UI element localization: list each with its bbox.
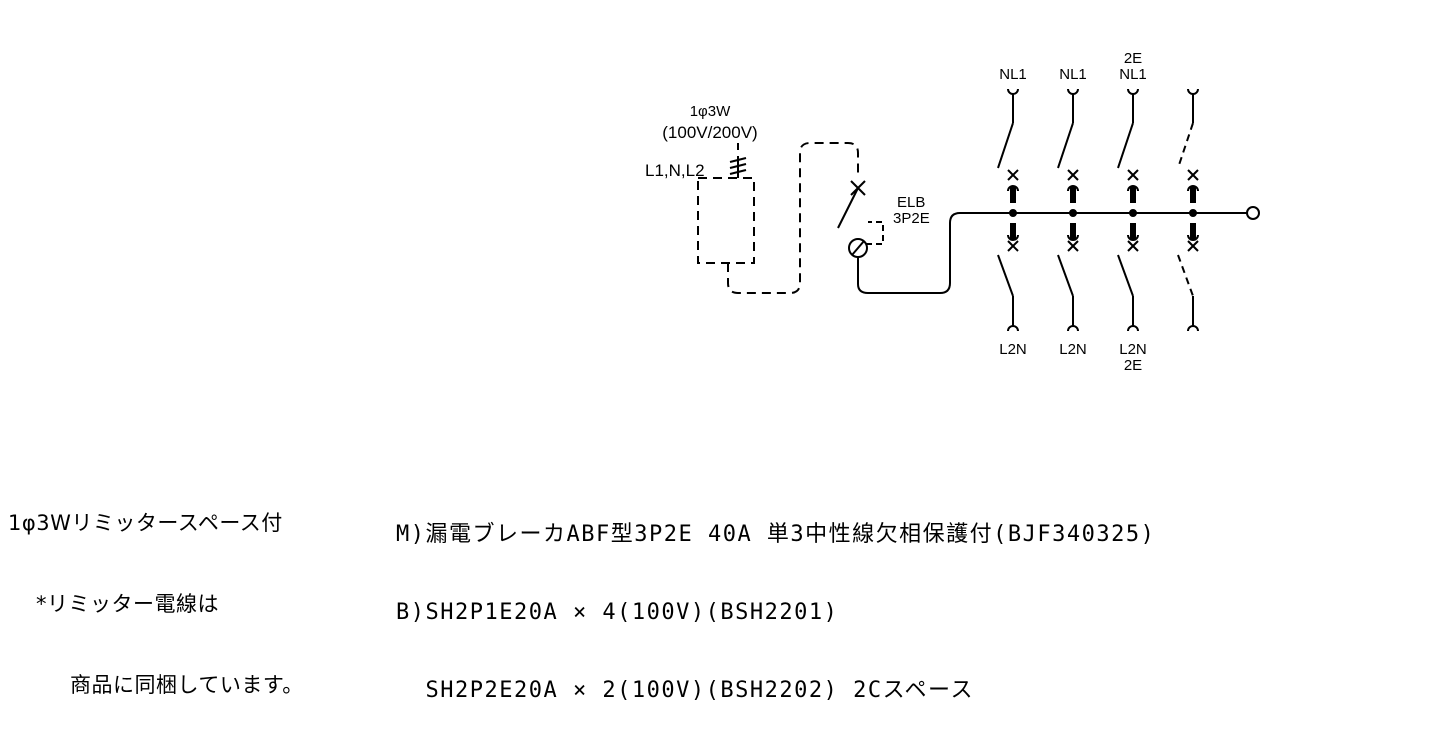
bottom-contact [1070, 223, 1076, 239]
limiter-note-line2: *リミッター電線は [36, 592, 219, 616]
busbar [857, 212, 1250, 294]
top-plug [1187, 185, 1199, 192]
branch-bottom-label: L2N [1059, 341, 1087, 358]
top-terminal [1127, 88, 1139, 95]
top-x-mark [1187, 169, 1199, 181]
bus-junction [1069, 209, 1077, 217]
branch-breaker-2 [1057, 88, 1079, 332]
bottom-x-mark [1187, 240, 1199, 252]
limiter-wiring [727, 142, 859, 294]
top-plug [1127, 185, 1139, 192]
bottom-contact [1190, 223, 1196, 239]
branch-breaker-1 [997, 88, 1019, 332]
bus-junction [1129, 209, 1137, 217]
top-x-mark [1127, 169, 1139, 181]
bottom-x-mark [1127, 240, 1139, 252]
top-switch-blade [1057, 122, 1074, 169]
branch-top-label: NL1 [1119, 66, 1147, 83]
leakage-sensor-slash [851, 240, 865, 256]
bus-junction [1189, 209, 1197, 217]
top-plug [1067, 185, 1079, 192]
phase-tick [729, 163, 747, 169]
bottom-switch-blade [1177, 254, 1194, 297]
top-switch-blade [1177, 122, 1194, 169]
bottom-plug [1067, 234, 1079, 241]
branch-bottom-label: L2N [1119, 341, 1147, 358]
top-switch-blade [1117, 122, 1134, 169]
branch-bottom-label: L2N [999, 341, 1027, 358]
top-x-mark [1067, 169, 1079, 181]
bottom-plug [1007, 234, 1019, 241]
bottom-terminal [1187, 325, 1199, 332]
top-terminal [1067, 88, 1079, 95]
bottom-contact [1130, 223, 1136, 239]
supply-system-label: 1φ3W [690, 103, 731, 120]
bottom-plug [1187, 234, 1199, 241]
bottom-x-mark [1067, 240, 1079, 252]
limiter-note-line1: 1φ3Wリミッタースペース付 [8, 511, 283, 535]
main-breaker-type: ELB [897, 194, 925, 211]
branch-top-extra-label: 2E [1124, 50, 1142, 67]
main-breaker-poles: 3P2E [893, 210, 930, 227]
branch-breaker-3 [1117, 88, 1139, 332]
limiter-box [697, 177, 755, 264]
top-contact [1070, 187, 1076, 203]
spec-main-breaker: M)漏電ブレーカABF型3P2E 40A 単3中性線欠相保護付(BJF34032… [396, 522, 1156, 547]
limiter-note-line3: 商品に同梱しています。 [70, 673, 304, 697]
bottom-terminal [1127, 325, 1139, 332]
branch-top-label: NL1 [999, 66, 1027, 83]
limiter-space [697, 142, 859, 294]
bottom-terminal [1007, 325, 1019, 332]
breaker-blade [837, 187, 859, 229]
busbar-terminal [1246, 206, 1260, 220]
bottom-switch-blade [1057, 254, 1074, 297]
top-x-mark [1007, 169, 1019, 181]
spec-list: M)漏電ブレーカABF型3P2E 40A 単3中性線欠相保護付(BJF34032… [396, 470, 1155, 730]
bottom-plug [1127, 234, 1139, 241]
supply-voltage-label: (100V/200V) [662, 123, 757, 142]
trip-link [866, 221, 884, 245]
bottom-switch-blade [997, 254, 1014, 297]
branch-top-label: NL1 [1059, 66, 1087, 83]
wiring-diagram: 1φ3W (100V/200V) L1,N,L2 ELB 3P2E NL1L2N… [645, 50, 1260, 374]
main-breaker-symbol [837, 180, 1260, 294]
branch-bottom-extra-label: 2E [1124, 357, 1142, 374]
top-switch-blade [997, 122, 1014, 169]
supply-lead [729, 143, 747, 178]
bottom-x-mark [1007, 240, 1019, 252]
top-contact [1190, 187, 1196, 203]
spec-branch-1: B)SH2P1E20A × 4(100V)(BSH2201) [396, 600, 839, 625]
top-terminal [1187, 88, 1199, 95]
limiter-note: 1φ3Wリミッタースペース付 *リミッター電線は 商品に同梱しています。 [8, 456, 304, 726]
supply-lines-label: L1,N,L2 [645, 161, 705, 180]
bus-junction [1009, 209, 1017, 217]
bottom-switch-blade [1117, 254, 1134, 297]
top-plug [1007, 185, 1019, 192]
bottom-terminal [1067, 325, 1079, 332]
top-contact [1130, 187, 1136, 203]
phase-tick [729, 169, 747, 175]
branch-breaker-4 [1177, 88, 1199, 332]
top-contact [1010, 187, 1016, 203]
spec-branch-2: SH2P2E20A × 2(100V)(BSH2202) 2Cスペース [396, 678, 974, 703]
bottom-contact [1010, 223, 1016, 239]
top-terminal [1007, 88, 1019, 95]
phase-tick [729, 157, 747, 163]
